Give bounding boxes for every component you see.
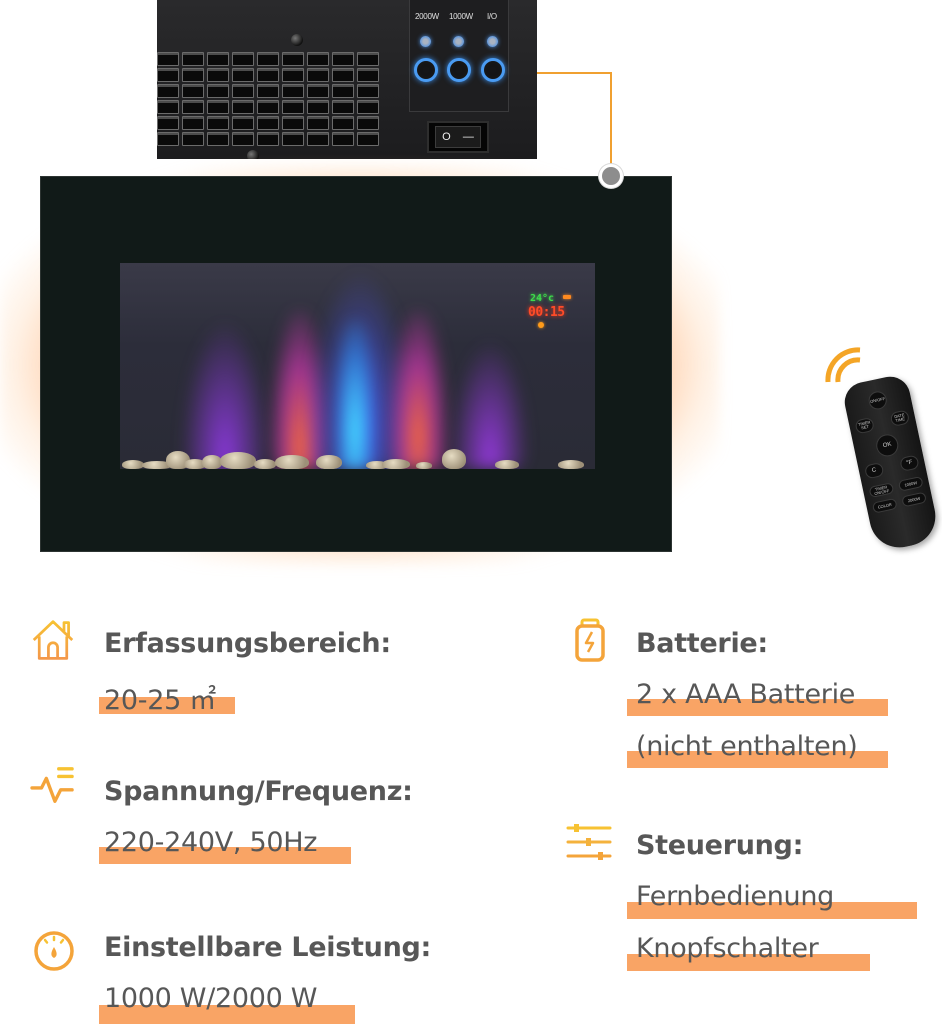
- spec-control-title: Steuerung:: [636, 830, 804, 861]
- remote-control: ON/OFF TIMER SET DATE TIME OK C °F TIMER…: [841, 372, 941, 554]
- screw-icon: [247, 150, 259, 159]
- button-power-io[interactable]: [481, 58, 505, 82]
- label-1000w: 1000W: [449, 12, 473, 21]
- control-panel-closeup: 2000W 1000W I/O O —: [157, 0, 537, 159]
- flame-screen: 24°c 00:15: [120, 263, 595, 469]
- spec-coverage-title: Erfassungsbereich:: [104, 628, 391, 659]
- button-1000w[interactable]: [447, 58, 471, 82]
- spec-battery-value-2: (nicht enthalten): [636, 731, 858, 762]
- electric-fireplace: 24°c 00:15: [40, 176, 672, 552]
- remote-timer-set-button[interactable]: TIMER SET: [854, 416, 875, 435]
- callout-line: [537, 72, 612, 74]
- remote-ok-button[interactable]: OK: [874, 432, 901, 459]
- spec-battery-value-1: 2 x AAA Batterie: [636, 679, 856, 710]
- spec-control-value-1: Fernbedienung: [636, 881, 834, 912]
- spec-control-value-2: Knopfschalter: [636, 933, 819, 964]
- house-icon: [32, 620, 74, 660]
- remote-1000w-button[interactable]: 1000W: [897, 475, 924, 492]
- remote-date-time-button[interactable]: DATE TIME: [889, 409, 911, 427]
- highlight-bar: [627, 954, 870, 971]
- led-2000w: [420, 36, 431, 47]
- spec-battery-title: Batterie:: [636, 628, 768, 659]
- remote-c-button[interactable]: C: [863, 461, 885, 480]
- screw-icon: [291, 34, 303, 46]
- gauge-icon: [34, 931, 74, 971]
- led-1000w: [453, 36, 464, 47]
- label-io: I/O: [487, 12, 497, 21]
- spec-coverage-value: 20-25 ㎡: [104, 685, 216, 716]
- heater-grille: [157, 52, 379, 146]
- heat-indicator: [563, 295, 571, 299]
- rocker-off-symbol: O: [442, 131, 451, 143]
- rocker-switch[interactable]: O —: [427, 121, 489, 153]
- highlight-bar: [99, 847, 351, 864]
- spec-power-title: Einstellbare Leistung:: [104, 932, 432, 963]
- highlight-bar: [627, 751, 888, 768]
- button-panel: 2000W 1000W I/O: [409, 0, 509, 112]
- led-io: [487, 36, 498, 47]
- temperature-readout: 24°c: [530, 293, 555, 304]
- timer-readout: 00:15: [528, 305, 565, 320]
- remote-2000w-button[interactable]: 2000W: [901, 491, 927, 508]
- highlight-bar: [627, 902, 917, 919]
- highlight-bar: [99, 697, 235, 714]
- remote-color-button[interactable]: COLOR: [871, 497, 898, 514]
- highlight-bar: [99, 1005, 355, 1024]
- spec-voltage-title: Spannung/Frequenz:: [104, 776, 413, 807]
- callout-line: [610, 72, 612, 168]
- label-2000w: 2000W: [415, 12, 439, 21]
- timer-indicator: [538, 322, 544, 328]
- pulse-icon: [30, 767, 74, 803]
- battery-icon: [575, 618, 605, 662]
- spec-power-value: 1000 W/2000 W: [104, 983, 318, 1014]
- remote-timer-onoff-button[interactable]: TIMER ON/OFF: [868, 482, 895, 498]
- remote-onoff-button[interactable]: ON/OFF: [867, 389, 889, 412]
- button-2000w[interactable]: [414, 58, 438, 82]
- spec-voltage-value: 220-240V, 50Hz: [104, 827, 318, 858]
- remote-f-button[interactable]: °F: [899, 454, 920, 472]
- digital-display: 24°c 00:15: [528, 293, 580, 333]
- highlight-bar: [627, 699, 888, 716]
- sliders-icon: [566, 824, 612, 860]
- decorative-pebbles: [120, 447, 595, 469]
- wireless-signal-icon: [825, 347, 861, 383]
- callout-dot: [599, 164, 623, 188]
- rocker-on-symbol: —: [462, 131, 474, 143]
